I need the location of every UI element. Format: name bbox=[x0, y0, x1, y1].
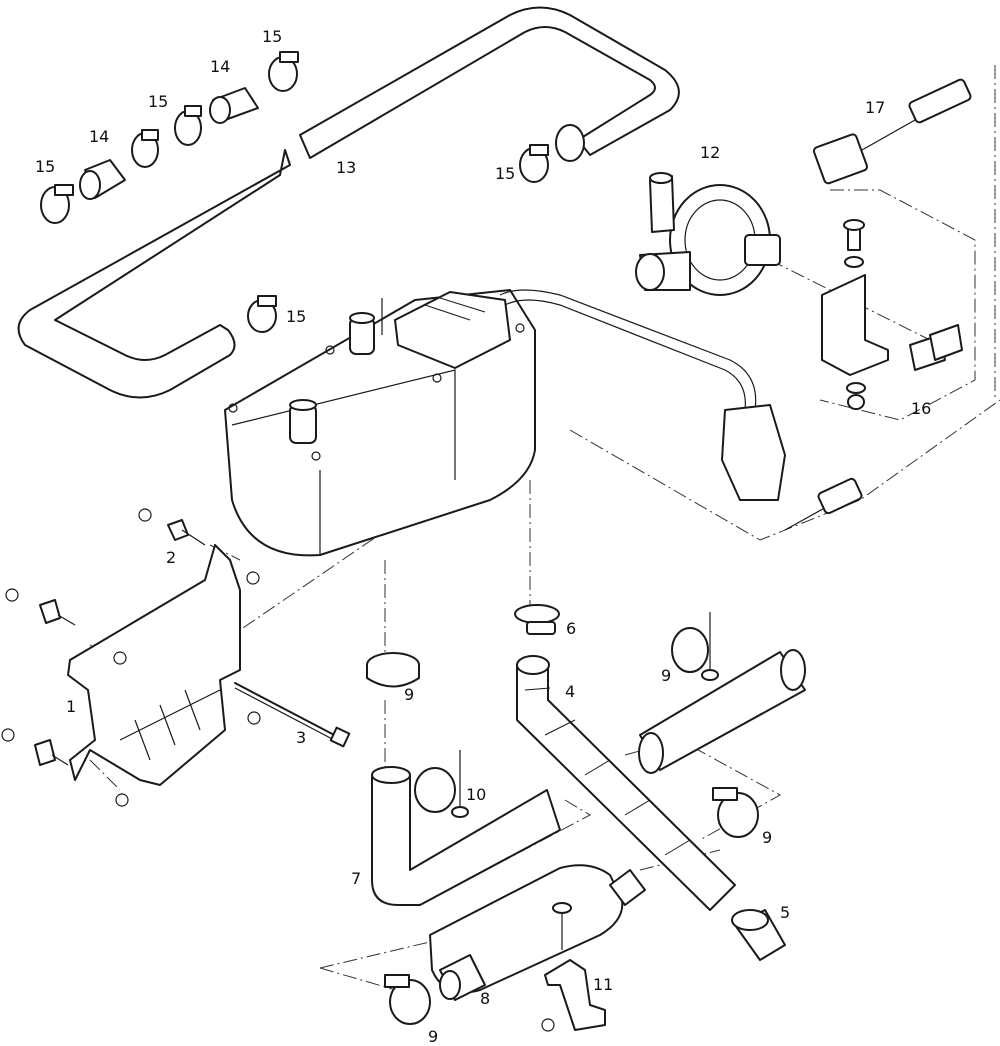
intake-silencer[interactable] bbox=[429, 864, 646, 1001]
mounting-stud-top[interactable] bbox=[138, 508, 206, 546]
circulation-pump[interactable] bbox=[635, 172, 781, 296]
callout-2: 2 bbox=[166, 548, 176, 567]
callout-15-lower: 15 bbox=[286, 307, 306, 326]
callout-labels: 1 2 3 4 5 6 7 8 9 9 9 9 10 11 12 13 14 1… bbox=[35, 27, 931, 1046]
mounting-stud-left-lower[interactable] bbox=[1, 728, 69, 766]
callout-7: 7 bbox=[351, 869, 361, 888]
callout-5: 5 bbox=[780, 903, 790, 922]
mounting-nuts[interactable] bbox=[113, 571, 261, 807]
hose-clamp-1[interactable] bbox=[40, 184, 74, 224]
exhaust-flex-pipe[interactable] bbox=[516, 655, 736, 911]
callout-3: 3 bbox=[296, 728, 306, 747]
callout-9-mid-right: 9 bbox=[762, 828, 772, 847]
heater-unit[interactable] bbox=[224, 289, 536, 557]
pipe-connector-a[interactable] bbox=[79, 159, 126, 200]
pump-mounting-bracket[interactable] bbox=[821, 219, 963, 410]
pipe-connector-b[interactable] bbox=[209, 87, 259, 124]
callout-9-upper: 9 bbox=[404, 685, 414, 704]
pipe-clamp-mid-right[interactable] bbox=[712, 787, 759, 838]
callout-4: 4 bbox=[565, 682, 575, 701]
hose-clamp-5[interactable] bbox=[519, 144, 549, 183]
mounting-plate[interactable] bbox=[67, 544, 241, 786]
exhaust-clamp[interactable] bbox=[514, 604, 560, 635]
callout-16: 16 bbox=[911, 399, 931, 418]
coolant-hose[interactable] bbox=[17, 6, 680, 399]
callout-6: 6 bbox=[566, 619, 576, 638]
hose-clamp-3[interactable] bbox=[174, 105, 202, 146]
callout-15-top: 15 bbox=[262, 27, 282, 46]
callout-9-bottom: 9 bbox=[428, 1027, 438, 1046]
hose-clamp-4[interactable] bbox=[268, 51, 299, 92]
exhaust-end-sleeve[interactable] bbox=[731, 909, 786, 961]
callout-14-left: 14 bbox=[89, 127, 109, 146]
callout-10: 10 bbox=[466, 785, 486, 804]
callout-15-left: 15 bbox=[35, 157, 55, 176]
temperature-sensor[interactable] bbox=[812, 78, 972, 185]
mounting-stud-left-upper[interactable] bbox=[5, 588, 76, 626]
callout-1: 1 bbox=[66, 697, 76, 716]
callout-11: 11 bbox=[593, 975, 613, 994]
callout-13: 13 bbox=[336, 158, 356, 177]
hose-clamp-6[interactable] bbox=[247, 295, 277, 333]
pipe-clamp-right[interactable] bbox=[671, 612, 719, 681]
callout-9-right: 9 bbox=[661, 666, 671, 685]
hose-clamp-2[interactable] bbox=[131, 129, 159, 168]
pipe-clamp-upper[interactable] bbox=[366, 652, 420, 688]
pipe-clamp-bottom[interactable] bbox=[384, 974, 431, 1025]
intake-bent-pipe[interactable] bbox=[371, 766, 561, 906]
callout-17: 17 bbox=[865, 98, 885, 117]
callout-8: 8 bbox=[480, 989, 490, 1008]
callout-15-right: 15 bbox=[495, 164, 515, 183]
callout-15-mid: 15 bbox=[148, 92, 168, 111]
long-screw[interactable] bbox=[234, 682, 351, 748]
pipe-clamp-with-screw[interactable] bbox=[414, 750, 469, 818]
callout-12: 12 bbox=[700, 143, 720, 162]
heater-wiring[interactable] bbox=[499, 289, 786, 501]
callout-14-right: 14 bbox=[210, 57, 230, 76]
heater-harness-plug[interactable] bbox=[784, 477, 863, 531]
silencer-bracket[interactable] bbox=[541, 902, 606, 1032]
intake-flex-pipe[interactable] bbox=[638, 649, 806, 774]
